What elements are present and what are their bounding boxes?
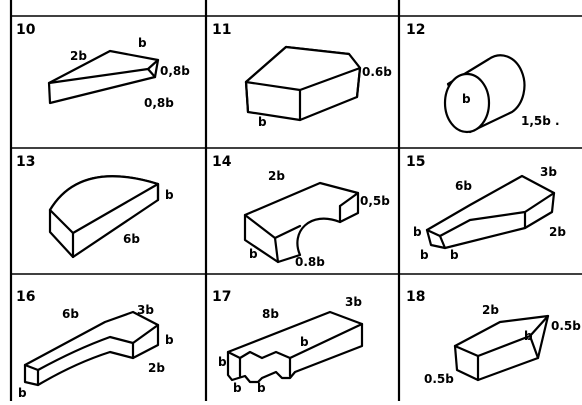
cell-number: 18: [406, 289, 425, 305]
dim-label: 0.5b: [424, 372, 454, 386]
cell-17: 17 8b 3b b b b b: [212, 289, 364, 395]
dim-label: b: [413, 225, 422, 239]
dim-label: 0,5b: [360, 194, 390, 208]
shape-wedge-block: [47, 49, 160, 105]
shape-notched-block: [243, 181, 360, 264]
cell-number: 10: [16, 22, 36, 38]
dim-label: b: [462, 92, 471, 106]
shape-cylinder: [443, 54, 526, 134]
cell-16: 16 6b 3b b 2b b: [16, 289, 174, 400]
shape-truncated-block: [453, 314, 550, 382]
dim-label: 2b: [148, 361, 165, 375]
dim-label: 2b: [70, 49, 87, 63]
cell-number: 11: [212, 22, 231, 38]
dim-label: 2b: [482, 303, 499, 317]
dim-label: 6b: [455, 179, 472, 193]
dim-label: 3b: [345, 295, 362, 309]
dim-label: 0.8b: [295, 255, 325, 269]
dim-label: b: [300, 335, 309, 349]
cell-number: 15: [406, 154, 425, 170]
cell-11: 11 0.6b b: [212, 22, 392, 129]
cell-15: 15 6b 3b 2b b b b: [406, 154, 566, 262]
dim-label: b: [524, 329, 533, 343]
dim-label: 3b: [137, 303, 154, 317]
dim-label: b: [218, 355, 227, 369]
dim-label: 0,8b: [160, 64, 190, 78]
dim-label: 0,8b: [144, 96, 174, 110]
shape-curved-bar: [23, 310, 160, 387]
dim-label: b: [450, 248, 459, 262]
dim-label: 1,5b .: [521, 114, 560, 128]
dim-label: b: [138, 36, 147, 50]
dim-label: b: [420, 248, 429, 262]
dim-label: b: [233, 381, 242, 395]
dim-label: 0.6b: [362, 65, 392, 79]
dim-label: 6b: [62, 307, 79, 321]
cell-12: 12 b 1,5b .: [406, 22, 560, 134]
grid-lines: [9, 0, 582, 403]
cell-14: 14 2b 0,5b b 0.8b: [212, 154, 390, 269]
shape-hexagonal-prism: [244, 45, 362, 122]
dim-label: b: [165, 333, 174, 347]
cell-number: 16: [16, 289, 35, 305]
cell-number: 17: [212, 289, 231, 305]
dim-label: 8b: [262, 307, 279, 321]
dim-label: b: [165, 188, 174, 202]
shape-tapered-bar: [425, 174, 556, 250]
shape-half-round-slab: [48, 175, 160, 259]
shape-notched-bar: [226, 310, 364, 384]
dim-label: b: [249, 247, 258, 261]
dim-label: 2b: [549, 225, 566, 239]
dim-label: b: [257, 381, 266, 395]
cell-number: 12: [406, 22, 425, 38]
dim-label: 3b: [540, 165, 557, 179]
dim-label: 2b: [268, 169, 285, 183]
cell-number: 13: [16, 154, 35, 170]
dim-label: b: [258, 115, 267, 129]
cell-number: 14: [212, 154, 232, 170]
dim-label: 6b: [123, 232, 140, 246]
cell-18: 18 2b 0.5b b 0.5b: [406, 289, 581, 386]
dim-label: 0.5b: [551, 319, 581, 333]
cell-13: 13 b 6b: [16, 154, 174, 259]
dim-label: b: [18, 386, 27, 400]
cell-10: 10 2b b 0,8b 0,8b: [16, 22, 190, 110]
